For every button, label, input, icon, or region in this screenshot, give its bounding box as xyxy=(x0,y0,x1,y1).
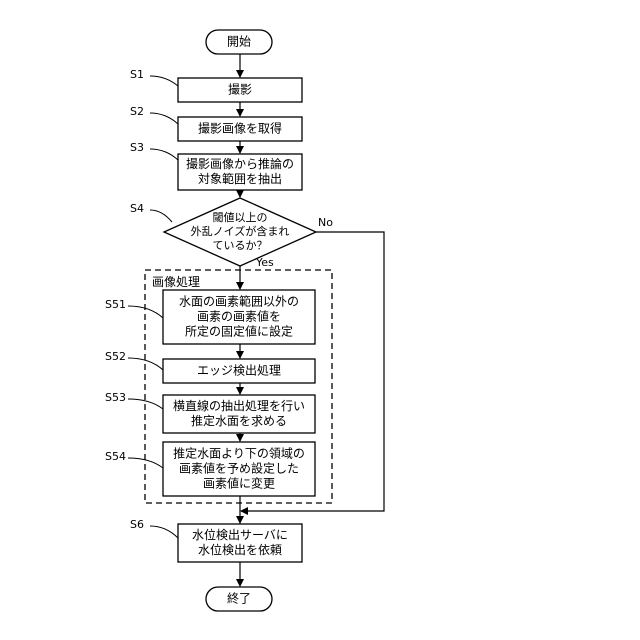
step-s52-text: エッジ検出処理 xyxy=(197,364,281,379)
step-id-s52: S52 xyxy=(105,350,126,363)
image-processing-title: 画像処理 xyxy=(152,275,200,289)
end-label: 終了 xyxy=(227,592,251,607)
step-s1-text: 撮影 xyxy=(228,83,252,98)
step-s51-text: 水面の画素範囲以外の 画素の画素値を 所定の固定値に設定 xyxy=(179,295,299,340)
step-id-s2: S2 xyxy=(130,105,144,118)
start-label: 開始 xyxy=(227,35,251,50)
step-id-s51: S51 xyxy=(105,298,126,311)
step-s3-text: 撮影画像から推論の 対象範囲を抽出 xyxy=(186,157,294,187)
step-id-s54: S54 xyxy=(105,450,126,463)
step-s4-text: 閾値以上の 外乱ノイズが含まれ ているか？ xyxy=(191,211,290,253)
branch-yes-label: Yes xyxy=(256,256,274,269)
step-s54-text: 推定水面より下の領域の 画素値を予め設定した 画素値に変更 xyxy=(173,447,305,492)
step-id-s3: S3 xyxy=(130,141,144,154)
step-id-s4: S4 xyxy=(130,202,144,215)
step-s6-text: 水位検出サーバに 水位検出を依頼 xyxy=(192,528,288,558)
step-s2-text: 撮影画像を取得 xyxy=(198,122,282,137)
step-id-s53: S53 xyxy=(105,391,126,404)
step-id-s6: S6 xyxy=(130,518,144,531)
branch-no-label: No xyxy=(318,216,333,229)
step-id-s1: S1 xyxy=(130,68,144,81)
step-s53-text: 横直線の抽出処理を行い 推定水面を求める xyxy=(173,399,305,429)
